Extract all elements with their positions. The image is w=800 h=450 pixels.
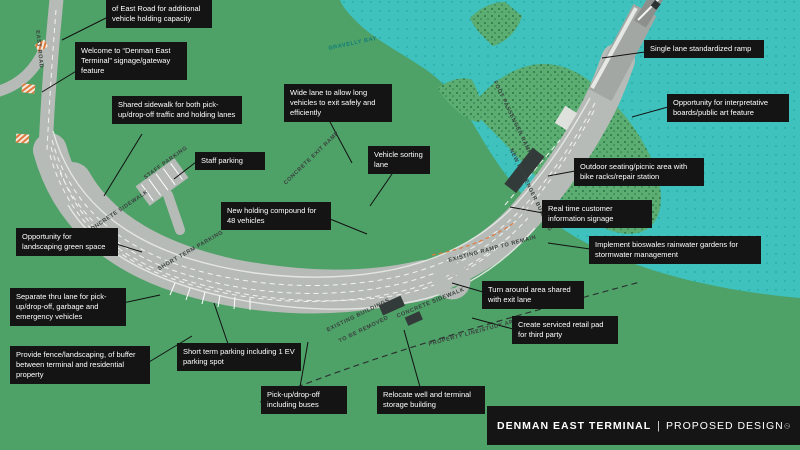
- callout-east-road-capacity: of East Road for additional vehicle hold…: [106, 0, 212, 28]
- callout-pickup-dropoff: Pick-up/drop-off including buses: [261, 386, 347, 414]
- callout-wide-lane: Wide lane to allow long vehicles to exit…: [284, 84, 392, 122]
- callout-separate-thru-lane: Separate thru lane for pick-up/drop-off,…: [10, 288, 126, 326]
- callout-landscaping-green-space: Opportunity for landscaping green space: [16, 228, 118, 256]
- passenger-building: [504, 147, 545, 194]
- callout-fence-buffer: Provide fence/landscaping, of buffer bet…: [10, 346, 150, 384]
- callout-turn-around: Turn around area shared with exit lane: [482, 281, 584, 309]
- callout-vehicle-sorting-lane: Vehicle sorting lane: [368, 146, 430, 174]
- ferry-dock: [588, 0, 663, 102]
- sidewalk-edges: [52, 97, 591, 310]
- existing-ramp-path: [431, 221, 516, 256]
- page-subtitle: PROPOSED DESIGN: [666, 419, 784, 432]
- callout-interpretative-boards: Opportunity for interpretative boards/pu…: [667, 94, 789, 122]
- callout-welcome-signage: Welcome to “Denman East Terminal” signag…: [75, 42, 187, 80]
- existing-building-2: [404, 311, 423, 326]
- callout-short-term-parking: Short term parking including 1 EV parkin…: [177, 343, 301, 371]
- page-title: DENMAN EAST TERMINAL: [497, 419, 652, 432]
- road-network: [0, 0, 635, 314]
- buildings: [378, 105, 578, 326]
- callout-outdoor-seating: Outdoor seating/picnic area with bike ra…: [574, 158, 704, 186]
- title-separator: |: [657, 419, 661, 432]
- callout-retail-pad: Create serviced retail pad for third par…: [512, 316, 618, 344]
- callout-relocate-well: Relocate well and terminal storage build…: [377, 386, 485, 414]
- terminal-building: [554, 105, 578, 131]
- callout-bioswales: Implement bioswales rainwater gardens fo…: [589, 236, 761, 264]
- callout-single-lane-ramp: Single lane standardized ramp: [644, 40, 764, 58]
- callout-staff-parking: Staff parking: [195, 152, 265, 170]
- callout-customer-info-signage: Real time customer information signage: [542, 200, 652, 228]
- short-term-parking-stalls: [169, 282, 251, 310]
- bc-ferries-logo-icon: [784, 422, 790, 429]
- callout-holding-compound: New holding compound for 48 vehicles: [221, 202, 331, 230]
- callout-shared-sidewalk: Shared sidewalk for both pick-up/drop-of…: [112, 96, 242, 124]
- turn-around-loop: [433, 262, 471, 300]
- title-bar: DENMAN EAST TERMINAL | PROPOSED DESIGN: [487, 406, 800, 445]
- existing-building-1: [378, 295, 405, 316]
- staff-parking-lot: [135, 158, 189, 206]
- crosswalk-markers: [15, 39, 49, 144]
